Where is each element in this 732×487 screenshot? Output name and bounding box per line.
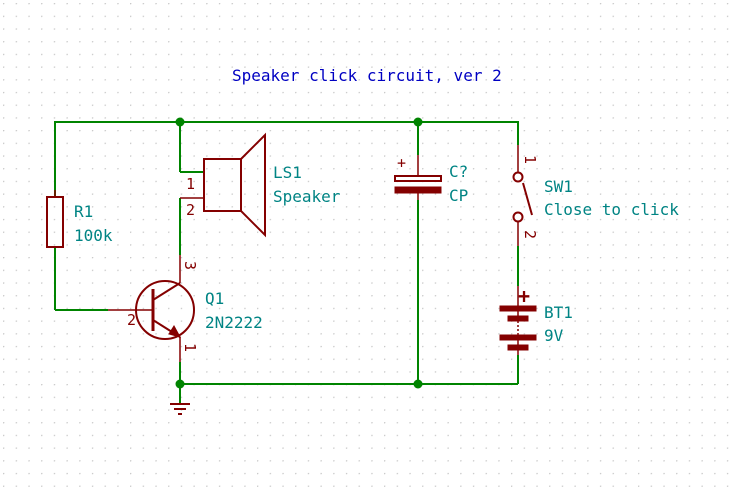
bt1-value: 9V <box>544 326 564 345</box>
switch-contact-top <box>512 171 524 183</box>
speaker-pin2-number: 2 <box>186 201 195 219</box>
switch-pin1-number: 1 <box>521 155 539 164</box>
ground-symbol <box>170 403 190 415</box>
cap-plate-positive <box>394 175 442 182</box>
switch-pin2-number: 2 <box>521 230 539 239</box>
battery-polarity-plus: + <box>518 284 530 308</box>
switch-sw1[interactable]: 1 2 SW1 Close to click <box>512 145 680 246</box>
junction-dot <box>175 117 185 127</box>
ls1-value: Speaker <box>273 187 341 206</box>
wire-top-rail <box>54 121 519 197</box>
bt1-reference: BT1 <box>544 303 573 322</box>
q1-reference: Q1 <box>205 289 224 308</box>
battery-cell-bottom-positive <box>499 334 537 341</box>
transistor-collector-leg <box>152 282 181 301</box>
capacitor-c[interactable]: + C? CP <box>394 154 468 205</box>
schematic-title: Speaker click circuit, ver 2 <box>232 66 502 85</box>
transistor-pin1-number: 1 <box>181 343 199 352</box>
battery-cell-bottom-negative <box>507 344 529 351</box>
junction-dot <box>413 379 423 389</box>
transistor-pin2-number: 2 <box>127 311 136 329</box>
junction-dot <box>175 379 185 389</box>
resistor-r1[interactable]: R1 100k <box>46 190 113 248</box>
sw1-reference: SW1 <box>544 177 573 196</box>
cap-plate-negative <box>394 186 442 194</box>
wires <box>54 121 519 404</box>
junction-dot <box>413 117 423 127</box>
battery-cell-top-negative <box>507 315 529 322</box>
transistor-pin3-number: 3 <box>181 261 199 270</box>
transistor-emitter-arrow <box>168 325 182 338</box>
cap-reference: C? <box>449 162 468 181</box>
q1-value: 2N2222 <box>205 313 263 332</box>
switch-lever <box>522 182 533 216</box>
r1-reference: R1 <box>74 202 93 221</box>
transistor-q1[interactable]: 3 2 1 Q1 2N2222 <box>108 255 263 362</box>
resistor-body <box>46 196 64 248</box>
cap-polarity-plus: + <box>397 154 406 172</box>
switch-contact-bottom <box>512 211 524 223</box>
sw1-value: Close to click <box>544 200 679 219</box>
battery-bt1[interactable]: + BT1 9V <box>499 284 573 355</box>
speaker-ls1[interactable]: 1 2 LS1 Speaker <box>180 132 341 238</box>
cap-value: CP <box>449 186 468 205</box>
ls1-reference: LS1 <box>273 163 302 182</box>
r1-value: 100k <box>74 226 113 245</box>
speaker-cone <box>240 132 266 238</box>
speaker-pin1-number: 1 <box>186 175 195 193</box>
junctions <box>175 117 423 389</box>
